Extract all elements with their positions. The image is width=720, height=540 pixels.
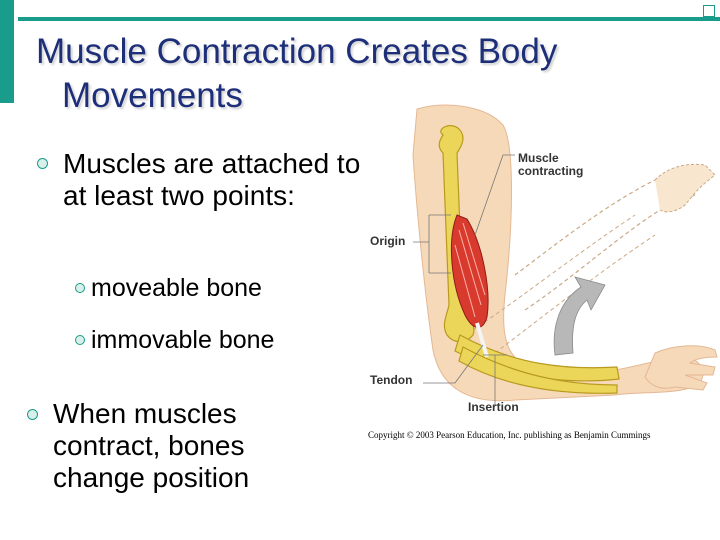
sub-bullet-1: moveable bone bbox=[75, 273, 262, 303]
accent-top-bar bbox=[18, 17, 720, 21]
bullet-text: Muscles are attached to at least two poi… bbox=[63, 148, 361, 211]
label-tendon: Tendon bbox=[370, 373, 413, 387]
copyright-notice: Copyright © 2003 Pearson Education, Inc.… bbox=[368, 430, 651, 440]
bullet-dot-icon bbox=[75, 283, 85, 293]
arm-muscle-figure: Muscle contracting Origin Tendon Inserti… bbox=[355, 95, 720, 440]
label-origin: Origin bbox=[370, 234, 406, 248]
bullet-dot-icon bbox=[37, 158, 48, 169]
bullet-2: When muscles contract, bones change posi… bbox=[25, 398, 325, 494]
slide-title: Muscle Contraction Creates Body Movement… bbox=[36, 30, 676, 118]
bullet-dot-icon bbox=[75, 335, 85, 345]
title-line-1: Muscle Contraction Creates Body bbox=[36, 32, 558, 71]
bullet-text: When muscles contract, bones change posi… bbox=[53, 398, 250, 493]
label-insertion: Insertion bbox=[468, 400, 519, 414]
sub-bullet-text: moveable bone bbox=[91, 274, 262, 302]
bullet-dot-icon bbox=[27, 409, 38, 420]
accent-left-bar bbox=[0, 0, 14, 103]
corner-square bbox=[703, 5, 715, 17]
sub-bullet-2: immovable bone bbox=[75, 325, 274, 355]
sub-bullet-text: immovable bone bbox=[91, 326, 275, 354]
arm-illustration bbox=[412, 104, 718, 405]
bullet-1: Muscles are attached to at least two poi… bbox=[35, 148, 365, 212]
title-line-2: Movements bbox=[62, 76, 243, 115]
label-muscle-contracting: Muscle contracting bbox=[518, 151, 584, 178]
